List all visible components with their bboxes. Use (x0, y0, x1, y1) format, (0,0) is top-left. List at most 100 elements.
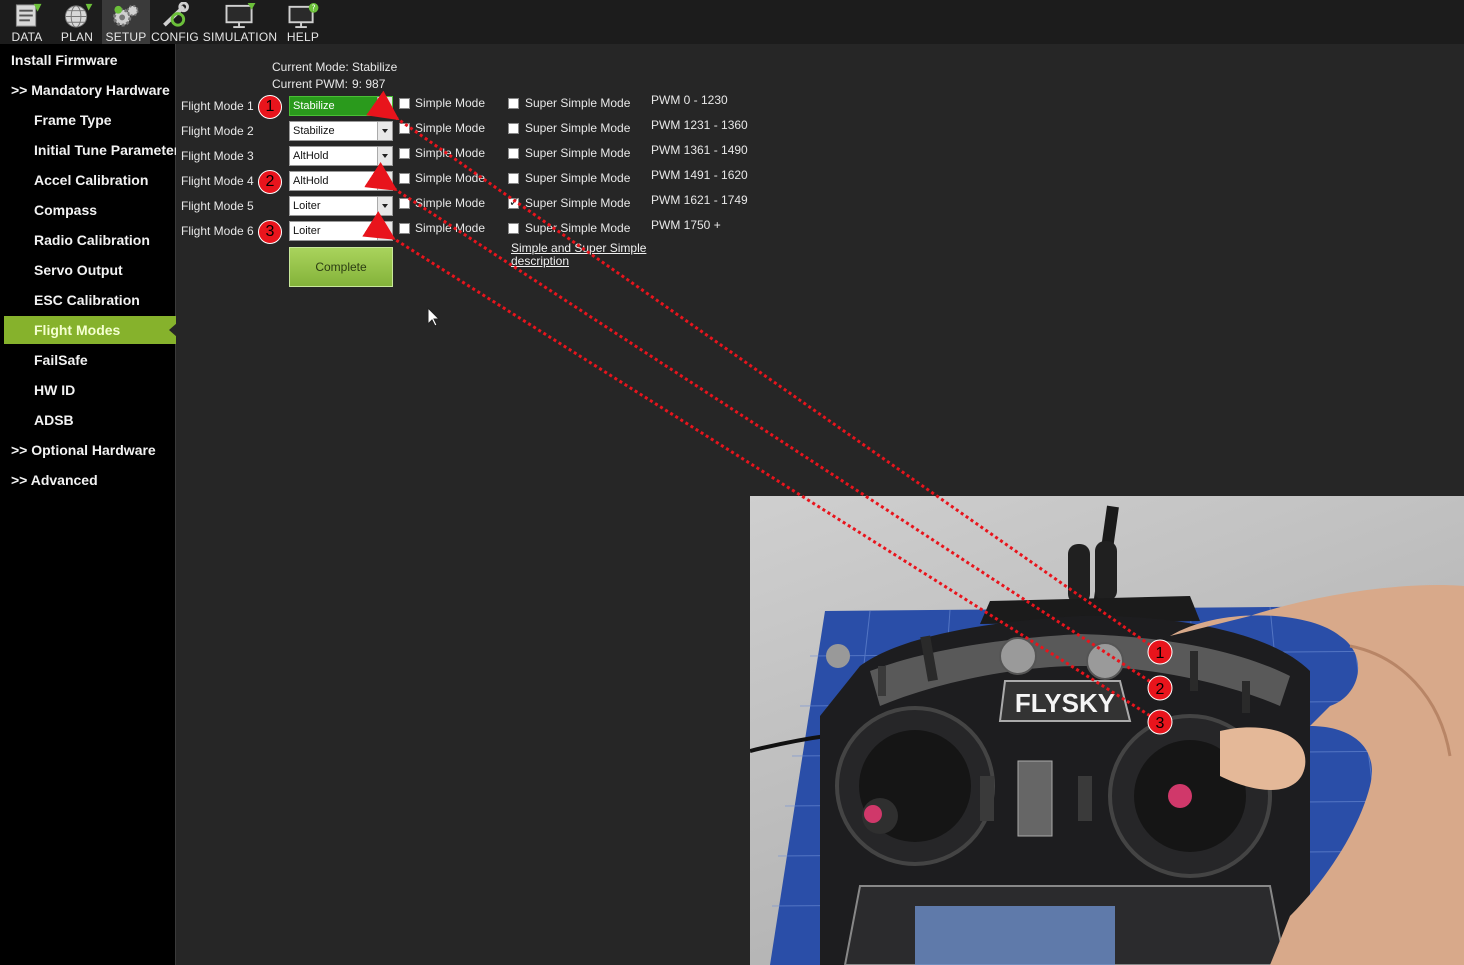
sidebar-item-label: >> Advanced (11, 472, 98, 488)
sidebar-item-hw-id[interactable]: HW ID (4, 376, 176, 404)
flight-mode-1-super-label: Super Simple Mode (525, 96, 631, 110)
svg-text:?: ? (312, 4, 316, 13)
chevron-down-icon[interactable] (377, 222, 392, 240)
flight-mode-3-simple-checkbox[interactable] (399, 148, 410, 159)
flight-mode-3-value: AltHold (293, 150, 329, 162)
flight-mode-2-super-label: Super Simple Mode (525, 121, 631, 135)
globe-icon (64, 3, 93, 28)
flight-mode-3-super-checkbox[interactable] (508, 148, 519, 159)
flight-mode-1-pwm: PWM 0 - 1230 (651, 93, 728, 107)
flight-mode-5-super-label: Super Simple Mode (525, 196, 631, 210)
current-mode-label: Current Mode: (272, 60, 349, 74)
sidebar-item-esc-calibration[interactable]: ESC Calibration (4, 286, 176, 314)
flight-mode-5-value: Loiter (293, 200, 321, 212)
flight-mode-2-value: Stabilize (293, 125, 335, 137)
toolbar-plan-button[interactable]: PLAN (54, 0, 100, 44)
gears-icon (112, 4, 139, 27)
sidebar-item-initial-tune[interactable]: Initial Tune Parameters (4, 136, 176, 164)
flight-mode-1-value: Stabilize (293, 100, 335, 112)
sidebar-item-label: ESC Calibration (34, 292, 140, 308)
sidebar-item-frame-type[interactable]: Frame Type (4, 106, 176, 134)
toolbar-help-label: HELP (286, 30, 320, 44)
sidebar-item-servo-output[interactable]: Servo Output (4, 256, 176, 284)
flight-mode-4-simple-checkbox[interactable] (399, 173, 410, 184)
transmitter-photo: FLYSKY (750, 496, 1464, 965)
flight-mode-5-pwm: PWM 1621 - 1749 (651, 193, 748, 207)
toolbar-config-button[interactable]: CONFIG (151, 0, 199, 44)
chevron-down-icon[interactable] (377, 197, 392, 215)
sidebar-item-compass[interactable]: Compass (4, 196, 176, 224)
simple-description-link[interactable]: Simple and Super Simple description (511, 241, 647, 268)
flight-mode-6-super-checkbox[interactable] (508, 223, 519, 234)
flight-mode-4-super-checkbox[interactable] (508, 173, 519, 184)
toolbar-data-label: DATA (11, 30, 43, 44)
sidebar-item-flight-modes[interactable]: Flight Modes (4, 316, 176, 344)
flight-mode-3-simple-label: Simple Mode (415, 146, 486, 160)
sidebar-item-label: Install Firmware (11, 52, 118, 68)
wrench-icon (163, 2, 189, 27)
flight-mode-1-select[interactable]: Stabilize (289, 96, 393, 116)
annotation-badge-2: 2 (258, 170, 282, 194)
flight-mode-1-super-checkbox[interactable] (508, 98, 519, 109)
chevron-down-icon[interactable] (377, 172, 392, 190)
flight-mode-6-simple-label: Simple Mode (415, 221, 486, 235)
sidebar-item-mandatory-hardware[interactable]: >> Mandatory Hardware (4, 76, 176, 104)
toolbar-simulation-button[interactable]: SIMULATION (203, 0, 277, 44)
flight-mode-3-label: Flight Mode 3 (181, 149, 254, 163)
sidebar-item-label: FailSafe (34, 352, 88, 368)
flight-mode-1-simple-label: Simple Mode (415, 96, 486, 110)
flight-mode-3-select[interactable]: AltHold (289, 146, 393, 166)
toolbar-config-label: CONFIG (151, 30, 199, 44)
chevron-down-icon[interactable] (377, 122, 392, 140)
complete-button[interactable]: Complete (289, 247, 393, 287)
sidebar-item-label: Flight Modes (34, 322, 121, 338)
sidebar-item-label: HW ID (34, 382, 76, 398)
sidebar-item-failsafe[interactable]: FailSafe (4, 346, 176, 374)
brand-text: FLYSKY (1015, 688, 1115, 718)
toolbar-help-button[interactable]: ? HELP (280, 0, 326, 44)
sidebar-item-label: Accel Calibration (34, 172, 149, 188)
hand (1170, 585, 1464, 965)
toolbar-plan-label: PLAN (60, 30, 94, 44)
flight-mode-4-label: Flight Mode 4 (181, 174, 254, 188)
flight-mode-6-value: Loiter (293, 225, 321, 237)
flight-mode-2-super-checkbox[interactable] (508, 123, 519, 134)
sidebar-item-label: Frame Type (34, 112, 112, 128)
flight-mode-1-simple-checkbox[interactable] (399, 98, 410, 109)
sidebar-item-label: >> Optional Hardware (11, 442, 156, 458)
sidebar-item-label: Radio Calibration (34, 232, 150, 248)
flight-mode-4-select[interactable]: AltHold (289, 171, 393, 191)
flight-mode-5-super-checkbox[interactable] (508, 195, 519, 209)
flight-mode-3-pwm: PWM 1361 - 1490 (651, 143, 748, 157)
chevron-down-icon[interactable] (377, 97, 392, 115)
flight-mode-2-select[interactable]: Stabilize (289, 121, 393, 141)
data-icon (15, 3, 42, 27)
annotation-badge-1: 1 (258, 95, 282, 119)
flight-mode-2-label: Flight Mode 2 (181, 124, 254, 138)
sidebar-item-install-firmware[interactable]: Install Firmware (4, 46, 176, 74)
sidebar-item-optional-hardware[interactable]: >> Optional Hardware (4, 436, 176, 464)
sidebar-item-advanced[interactable]: >> Advanced (4, 466, 176, 494)
flight-mode-2-pwm: PWM 1231 - 1360 (651, 118, 748, 132)
flight-mode-6-pwm: PWM 1750 + (651, 218, 721, 232)
flight-mode-4-pwm: PWM 1491 - 1620 (651, 168, 748, 182)
toolbar-setup-button[interactable]: SETUP (102, 0, 150, 44)
sidebar-item-radio-calibration[interactable]: Radio Calibration (4, 226, 176, 254)
flight-mode-6-label: Flight Mode 6 (181, 224, 254, 238)
sidebar-item-accel-calibration[interactable]: Accel Calibration (4, 166, 176, 194)
chevron-down-icon[interactable] (377, 147, 392, 165)
sidebar-item-adsb[interactable]: ADSB (4, 406, 176, 434)
flight-mode-5-simple-checkbox[interactable] (399, 198, 410, 209)
toolbar-data-button[interactable]: DATA (4, 0, 50, 44)
flight-mode-2-simple-checkbox[interactable] (399, 123, 410, 134)
flight-mode-6-super-label: Super Simple Mode (525, 221, 631, 235)
flight-mode-5-simple-label: Simple Mode (415, 196, 486, 210)
flight-mode-5-label: Flight Mode 5 (181, 199, 254, 213)
top-toolbar: DATA PLAN SETUP CONFIG (0, 0, 1464, 44)
flight-mode-5-select[interactable]: Loiter (289, 196, 393, 216)
flight-mode-6-simple-checkbox[interactable] (399, 223, 410, 234)
flight-mode-6-select[interactable]: Loiter (289, 221, 393, 241)
flight-mode-4-super-label: Super Simple Mode (525, 171, 631, 185)
transmitter-image: FLYSKY (750, 505, 1464, 965)
flight-mode-2-simple-label: Simple Mode (415, 121, 486, 135)
